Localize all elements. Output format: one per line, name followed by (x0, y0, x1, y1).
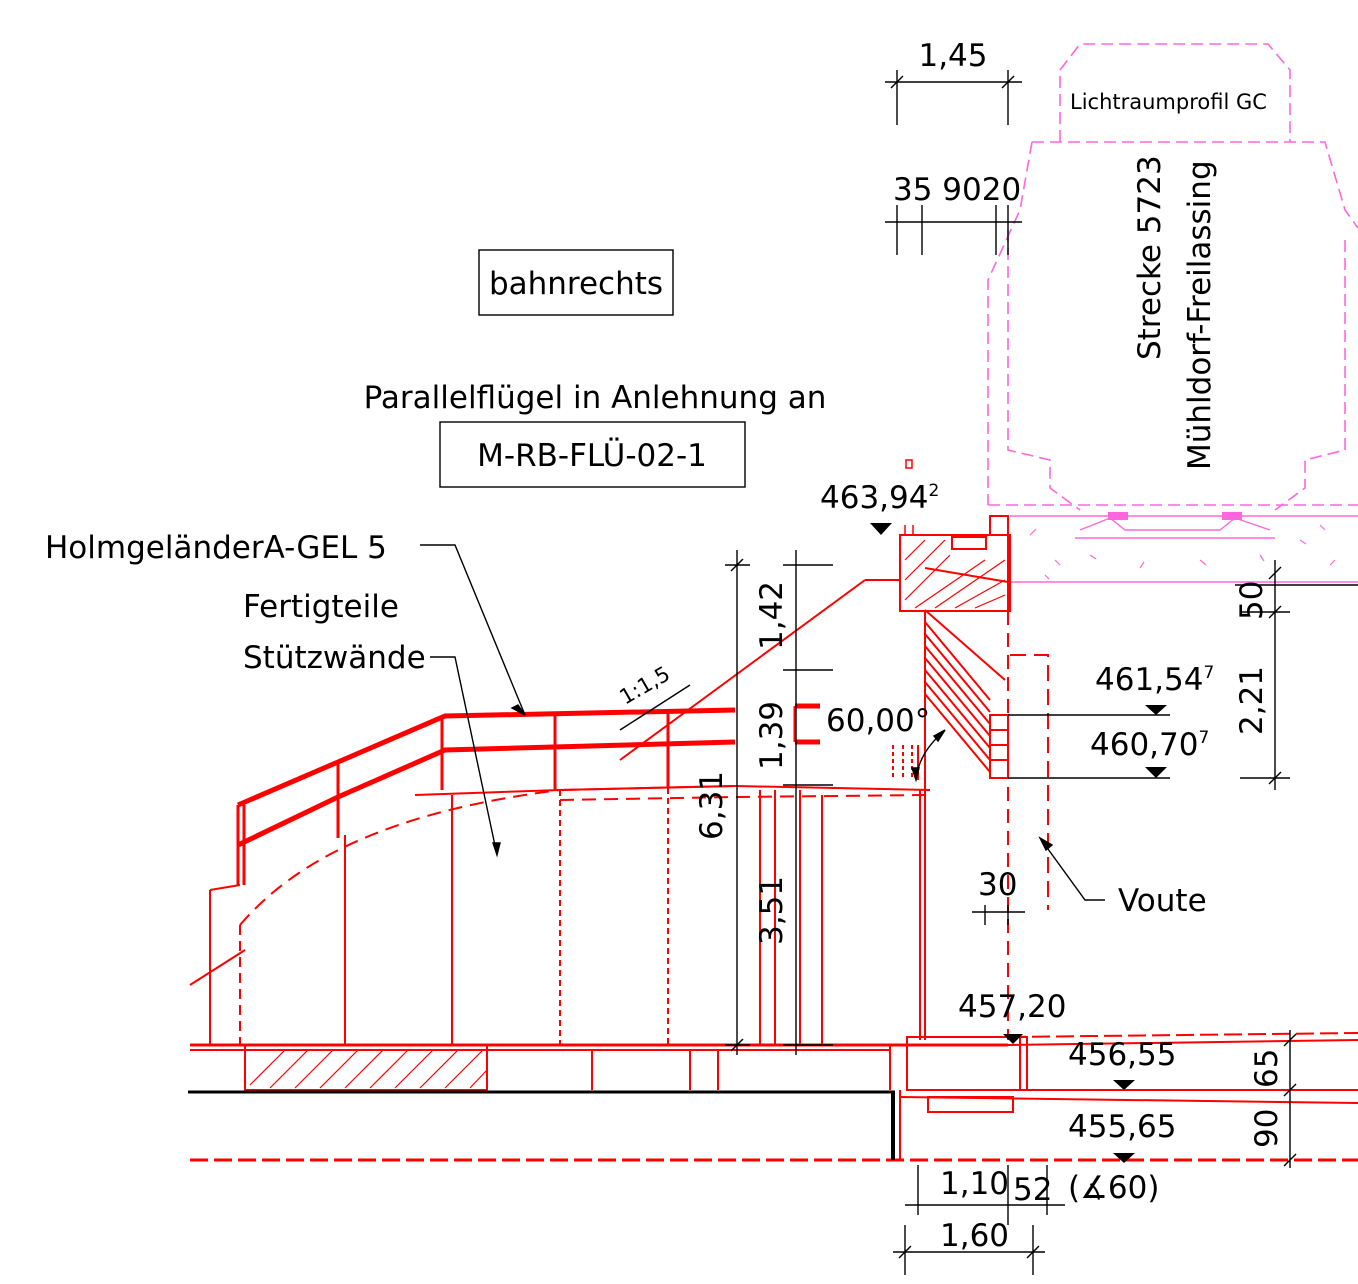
dim-d-50: 50 (1234, 581, 1270, 620)
precast-label-2: Stützwände (243, 640, 426, 676)
skew-label: (∡60) (1068, 1170, 1159, 1206)
dim-h-139: 1,39 (754, 701, 790, 770)
precast-label-1: Fertigteile (243, 589, 399, 625)
dim-h-142: 1,42 (754, 581, 790, 650)
railing-label: HolmgeländerA-GEL 5 (45, 530, 387, 566)
angle-label: 60,00° (826, 703, 930, 739)
dim-d-90: 90 (1249, 1109, 1285, 1148)
railing (236, 703, 820, 885)
reference-code-label: M-RB-FLÜ-02-1 (477, 437, 707, 474)
dim-d-221: 2,21 (1234, 666, 1270, 735)
foundation-hatch (249, 1049, 488, 1089)
hatch-areas (249, 539, 1006, 1089)
elevation-4: 456,55 (1068, 1037, 1176, 1073)
elevation-2: 460,707 (1090, 727, 1209, 763)
haunch-label: Voute (1118, 883, 1207, 919)
clearance-profile (987, 43, 1358, 511)
dim-h-631: 6,31 (694, 771, 730, 840)
dim-h-351: 3,51 (754, 876, 790, 945)
ground-line (188, 1090, 895, 1160)
line-number-label: Strecke 5723 (1132, 155, 1168, 360)
side-label: bahnrechts (489, 266, 663, 302)
dim-top-width: 1,45 (918, 38, 987, 74)
dimension-lines (420, 70, 1358, 1275)
elevation-1: 461,547 (1095, 662, 1214, 698)
slope-label: 1:1,5 (616, 662, 675, 710)
elevation-markers (870, 523, 1167, 1163)
elevation-3: 457,20 (958, 989, 1066, 1025)
dim-d-65: 65 (1249, 1049, 1285, 1088)
track-bed (1010, 515, 1358, 583)
bridge-structure (189, 515, 1358, 1162)
clearance-profile-label: Lichtraumprofil GC (1070, 90, 1267, 114)
dim-w-52: 52 (1013, 1172, 1052, 1208)
dim-top-parts: 35 9020 (893, 172, 1021, 208)
elevation-5: 455,65 (1068, 1109, 1176, 1145)
rail-top-marker (904, 459, 914, 535)
dim-w-160: 1,60 (940, 1218, 1009, 1254)
dim-w-110: 1,10 (940, 1166, 1009, 1202)
elevation-rail-top: 463,942 (820, 480, 939, 516)
cap-hatch (904, 539, 1006, 609)
rail-profiles (1108, 512, 1242, 520)
dim-d-30: 30 (978, 867, 1017, 903)
line-route-label: Mühldorf-Freilassing (1182, 160, 1218, 470)
reference-line-label: Parallelflügel in Anlehnung an (364, 380, 827, 416)
